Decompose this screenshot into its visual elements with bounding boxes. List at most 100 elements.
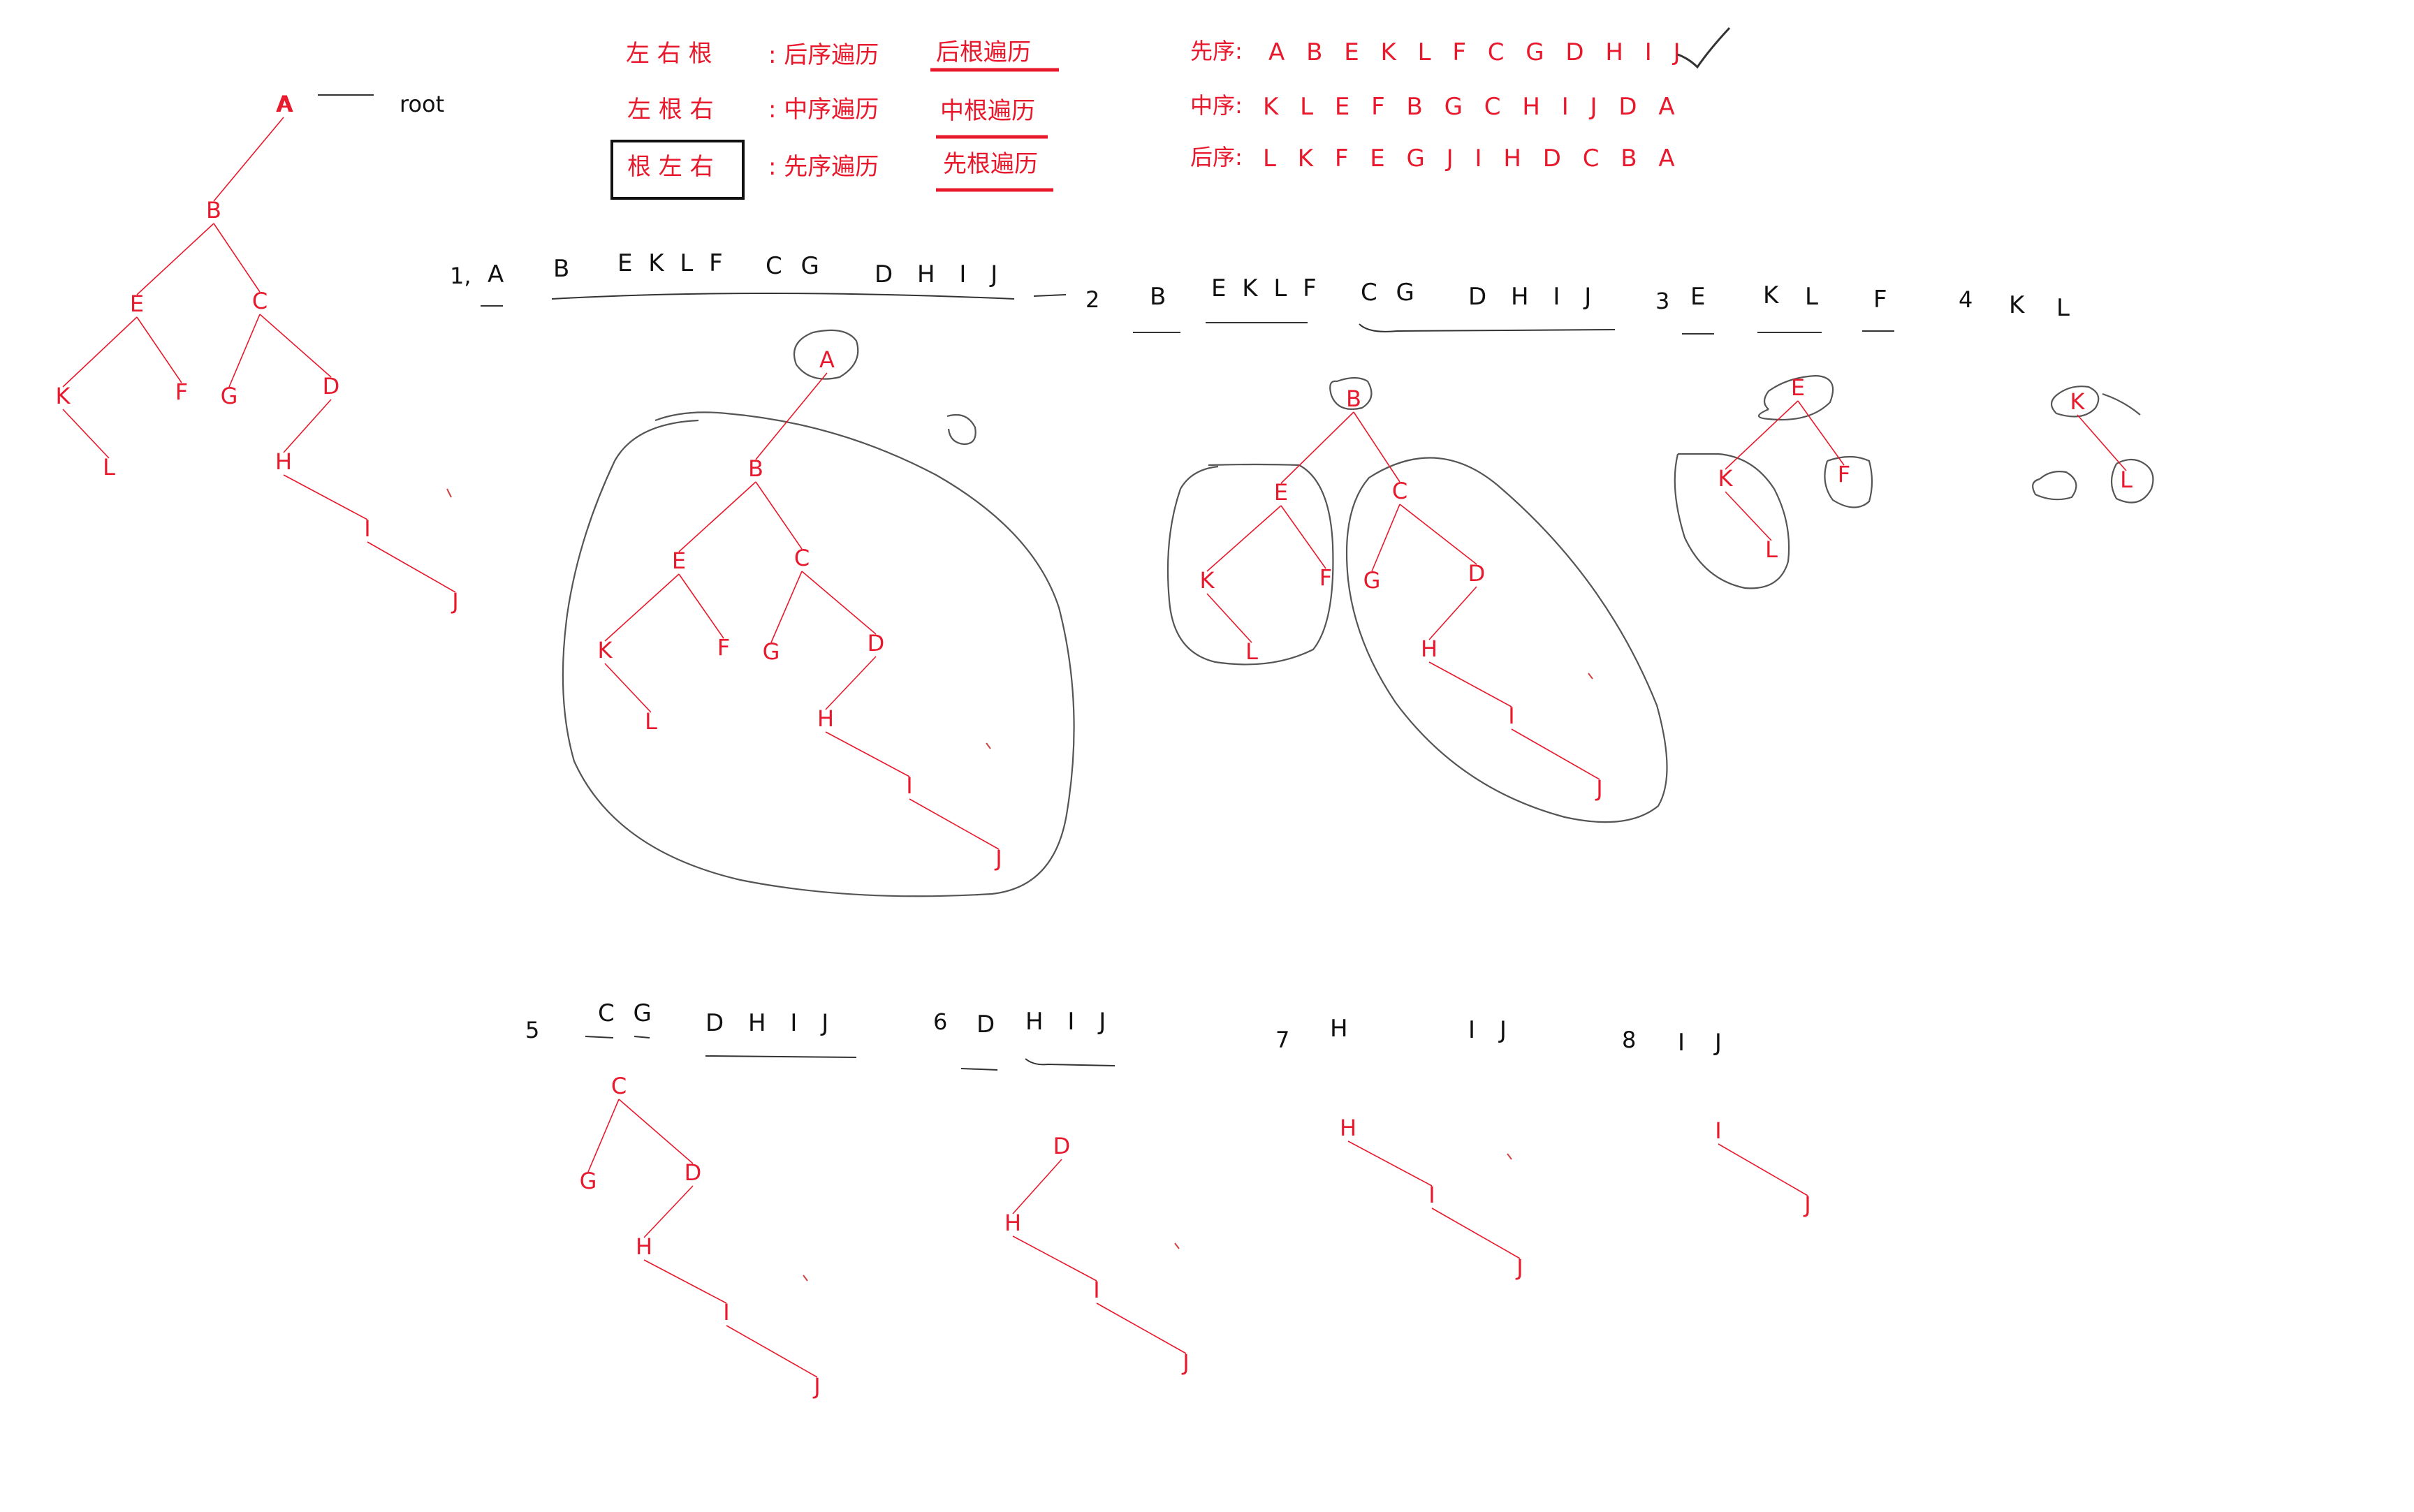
step-group: I J: [1468, 1016, 1515, 1044]
tree-edge: [1096, 1302, 1187, 1354]
tree-node-h: H: [817, 705, 834, 732]
tree-node-h: H: [275, 448, 292, 475]
tree-node-e: E: [130, 291, 144, 317]
subtree-circles: [562, 329, 2154, 897]
order-pattern: 左 右 根: [626, 40, 712, 68]
stray-tick: [446, 488, 452, 498]
step-root: A: [488, 260, 504, 288]
step-number: 1,: [450, 263, 471, 289]
traversal-sequences: 先序: A B E K L F C G D H I J 中序: K L E F …: [1190, 27, 1731, 173]
tree-node-j: J: [1595, 775, 1602, 802]
tree-edge: [825, 731, 910, 777]
tree-node-b: B: [206, 197, 221, 223]
circle-k: [2050, 386, 2100, 418]
tree-edge: [1428, 661, 1512, 707]
tree-edge: [1511, 728, 1600, 780]
tree-node-i: I: [364, 515, 370, 542]
reference-tree-labels: A: [278, 91, 293, 117]
tree-edge: [1399, 504, 1477, 565]
tree-edge: [367, 541, 456, 593]
step-number: 5: [525, 1017, 539, 1043]
step-4: 4 K L: [1959, 286, 2070, 322]
tree-edge: [587, 1099, 620, 1173]
group-underline: [705, 1055, 857, 1058]
circle-e-subtree: [1166, 463, 1334, 666]
order-description: : 中序遍历: [768, 96, 879, 124]
order-pattern: 根 左 右: [627, 153, 714, 181]
sequence-value: A B E K L F C G D H I J: [1268, 38, 1688, 66]
step-root: B: [1150, 283, 1166, 311]
step-number: 7: [1275, 1027, 1289, 1053]
tree-node: A: [278, 91, 293, 117]
step-1: 1, A B E K L F C G D H I J: [450, 249, 1067, 307]
step-group: C G: [1361, 279, 1420, 307]
tree-node-f: F: [1319, 564, 1332, 591]
step-group: K: [1763, 281, 1780, 309]
group-underline: [1033, 294, 1067, 297]
tree-edge: [618, 1099, 694, 1164]
tree-node-k: K: [598, 637, 613, 663]
circle-stray: [946, 413, 976, 446]
sequence-value: K L E F B G C H I J D A: [1263, 93, 1682, 121]
tree-node-l: L: [103, 454, 115, 480]
tree-node-j: J: [812, 1373, 820, 1400]
tree-node-l: L: [2120, 467, 2133, 493]
circle-e: [1757, 374, 1834, 421]
step-root: H: [1330, 1015, 1348, 1043]
tree-node-b: B: [748, 455, 763, 482]
step-group: L: [2056, 294, 2070, 322]
order-description: : 先序遍历: [768, 153, 879, 181]
group-underline: [1359, 323, 1616, 332]
tree-edge: [643, 1185, 694, 1238]
circle-f: [1824, 455, 1873, 508]
sequence-label: 后序:: [1190, 144, 1243, 170]
tree-node-h: H: [1004, 1210, 1021, 1236]
stray-tick: [1507, 1153, 1512, 1160]
tree-node-l: L: [1245, 638, 1258, 665]
step-5: 5 C G D H I J: [525, 999, 857, 1058]
circle-l: [2110, 458, 2154, 504]
group-underline: [960, 1068, 998, 1071]
tree-node-k: K: [56, 383, 71, 409]
tree-edge: [2077, 414, 2127, 471]
tree-node-g: G: [763, 638, 780, 665]
tree-edge: [678, 573, 724, 639]
step-root: E: [1690, 283, 1705, 311]
tree-node-e: E: [672, 548, 686, 574]
step-number: 8: [1622, 1027, 1636, 1053]
order-alias: 后根遍历: [936, 38, 1031, 66]
tree-edge: [755, 372, 828, 460]
tree-edge: [1206, 505, 1282, 572]
tree-node-i: I: [1508, 703, 1514, 729]
tree-node-j: J: [1515, 1254, 1523, 1281]
tree-node-h: H: [1340, 1115, 1356, 1141]
circle-root-a: [793, 329, 859, 380]
tree-node-f: F: [1838, 461, 1850, 487]
step-group: E K L F: [617, 249, 727, 277]
tree-node-d: D: [1468, 560, 1486, 587]
tree-node-i: I: [1093, 1277, 1099, 1303]
group-underline: [1025, 1058, 1115, 1066]
tree-edge: [1431, 1208, 1521, 1259]
red-tree: IJ: [1715, 1117, 1810, 1218]
step-number: 3: [1655, 288, 1669, 314]
tree-edge: [604, 573, 680, 642]
step-group: L: [1805, 283, 1818, 311]
tree-node-i: I: [906, 772, 912, 799]
tree-edge: [1718, 1143, 1808, 1196]
tree-node-d: D: [868, 630, 885, 656]
tree-edge: [801, 571, 877, 635]
tree-node-d: D: [1053, 1133, 1071, 1159]
step-group: D H I J: [1468, 283, 1600, 311]
red-tree: HIJ: [1340, 1115, 1523, 1281]
tree-edge: [825, 656, 877, 710]
stray-tick: [803, 1275, 808, 1282]
sequence-value: L K F E G J I H D C B A: [1263, 145, 1682, 173]
circle-b: [1329, 376, 1373, 410]
step-root: D: [976, 1011, 995, 1038]
tree-node-d: D: [685, 1159, 702, 1186]
